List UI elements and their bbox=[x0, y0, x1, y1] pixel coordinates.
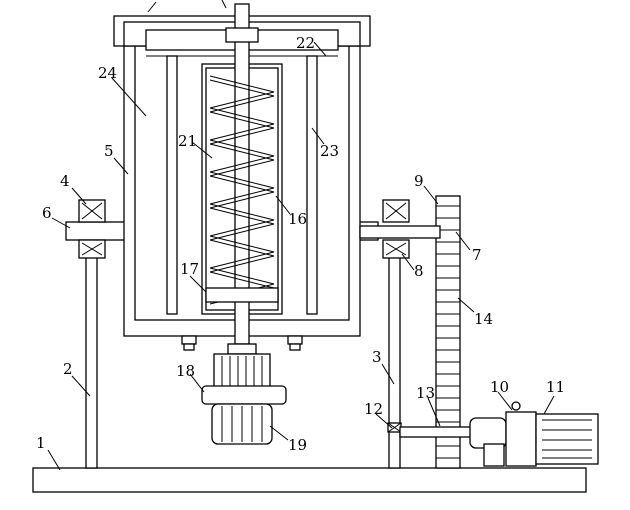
label-16: 16 bbox=[288, 210, 307, 228]
label-22: 22 bbox=[296, 34, 315, 52]
base-plate bbox=[32, 467, 587, 493]
right-rod bbox=[306, 55, 318, 315]
label-18: 18 bbox=[176, 362, 195, 380]
label-17: 17 bbox=[180, 260, 199, 278]
side-motor bbox=[535, 413, 599, 465]
label-24: 24 bbox=[98, 64, 117, 82]
label-19: 19 bbox=[288, 436, 307, 454]
left-bearing-block bbox=[78, 199, 106, 259]
drive-shaft bbox=[399, 426, 481, 438]
label-10: 10 bbox=[490, 378, 509, 396]
label-1: 1 bbox=[36, 434, 46, 452]
label-2: 2 bbox=[63, 360, 73, 378]
label-14: 14 bbox=[474, 310, 493, 328]
gear-rack bbox=[435, 195, 461, 469]
label-12: 12 bbox=[364, 400, 383, 418]
shaft-coupling-top bbox=[225, 27, 259, 43]
label-7: 7 bbox=[472, 246, 482, 264]
right-support-column bbox=[388, 255, 401, 469]
gearbox bbox=[469, 401, 537, 467]
helical-screw bbox=[209, 75, 275, 301]
label-9: 9 bbox=[414, 172, 424, 190]
left-rod bbox=[166, 55, 178, 315]
left-support-column bbox=[85, 255, 98, 469]
label-5: 5 bbox=[104, 142, 114, 160]
right-bearing-block bbox=[382, 199, 410, 259]
label-4: 4 bbox=[60, 172, 70, 190]
label-8: 8 bbox=[414, 262, 424, 280]
label-13: 13 bbox=[416, 384, 435, 402]
bottom-bolts bbox=[181, 335, 303, 351]
label-21: 21 bbox=[178, 132, 197, 150]
rack-arm bbox=[359, 225, 441, 239]
leader-lines bbox=[47, 0, 555, 471]
label-23: 23 bbox=[320, 142, 339, 160]
label-6: 6 bbox=[42, 204, 52, 222]
label-11: 11 bbox=[546, 378, 565, 396]
bottom-plate bbox=[205, 287, 279, 303]
bottom-motor bbox=[201, 343, 287, 445]
label-3: 3 bbox=[372, 348, 382, 366]
